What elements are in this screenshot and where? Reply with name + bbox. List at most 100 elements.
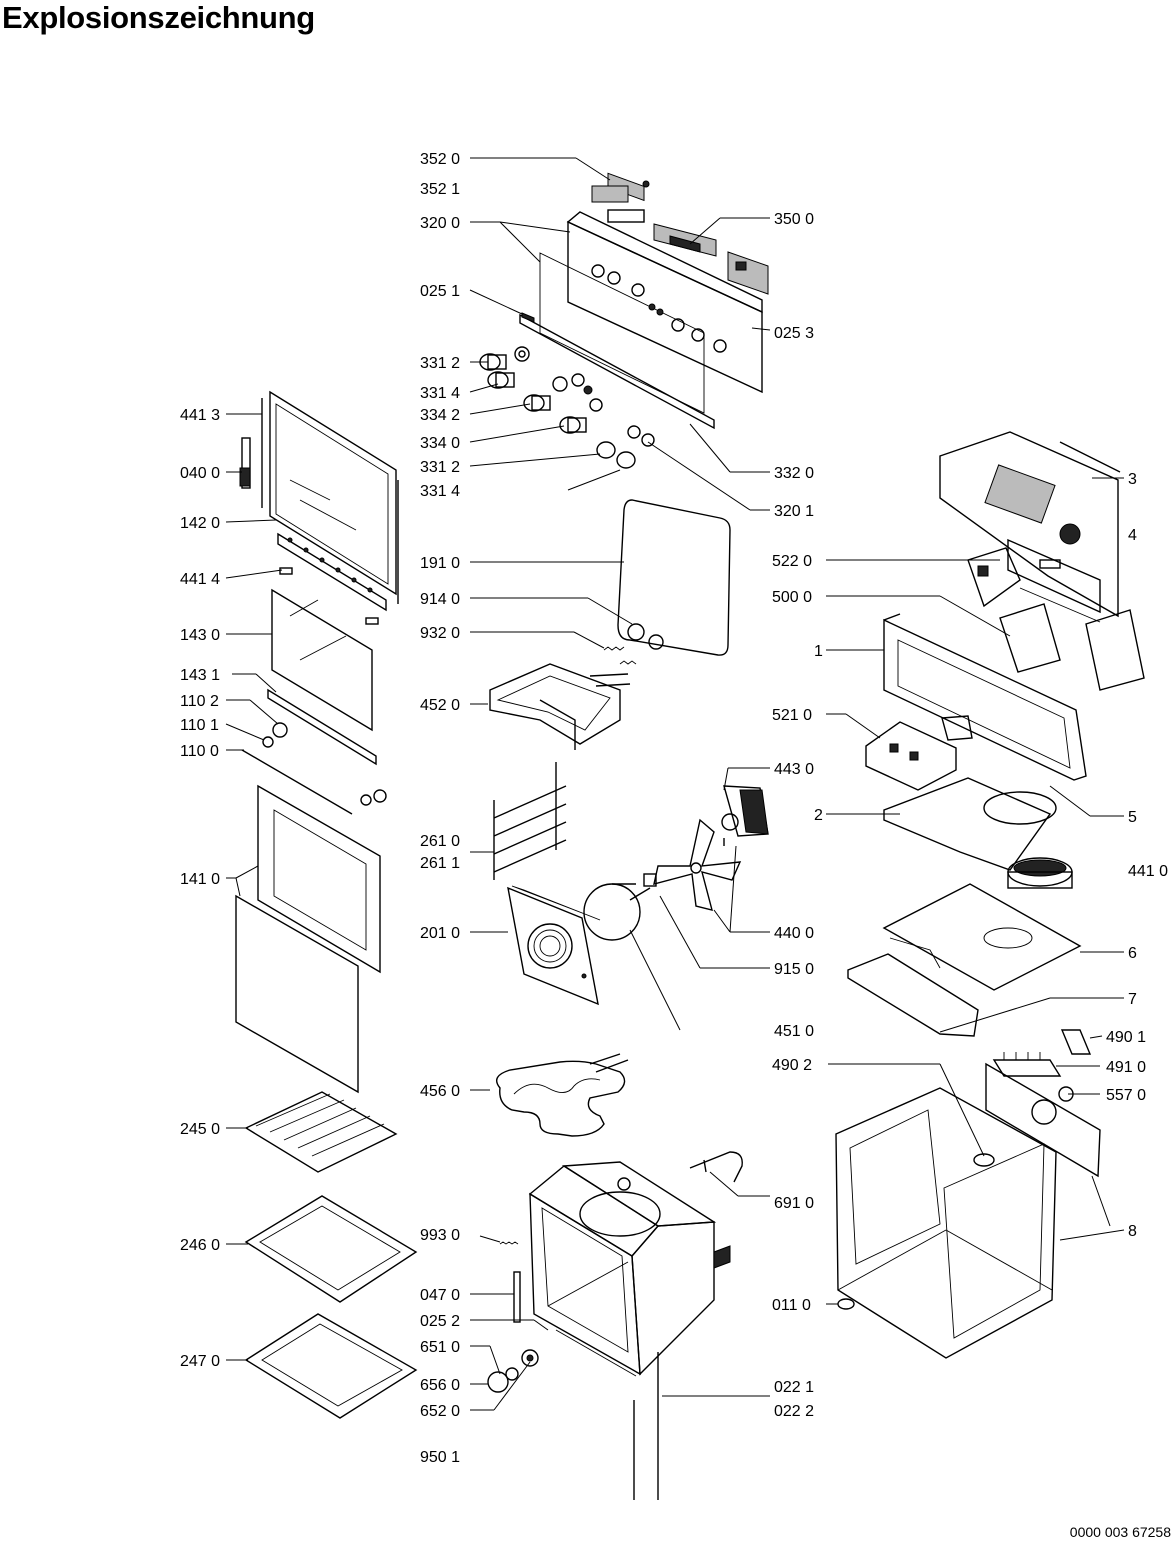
label-451-0: 451 0 — [774, 1023, 814, 1040]
label-143-1: 143 1 — [180, 667, 220, 684]
bracket-047-0 — [513, 1271, 521, 1323]
label-331-2b: 331 2 — [420, 459, 460, 476]
label-8: 8 — [1128, 1223, 1137, 1240]
top-cover-3 — [939, 431, 1121, 618]
label-5: 5 — [1128, 809, 1137, 826]
document-number: 0000 003 67258 — [1069, 1524, 1171, 1540]
plate-7 — [847, 953, 979, 1037]
clip-441-4 — [279, 567, 379, 625]
rod-110-0 — [241, 749, 387, 815]
label-456-0: 456 0 — [420, 1083, 460, 1100]
module-521-0 — [865, 715, 973, 791]
lamp-914-0 — [627, 623, 664, 650]
label-191-0: 191 0 — [420, 555, 460, 572]
label-914-0: 914 0 — [420, 591, 460, 608]
knob-334-0 — [559, 416, 587, 434]
door-seal-022 — [633, 1352, 659, 1500]
page-title: Explosionszeichnung — [2, 0, 315, 35]
terminal-490-1 — [1060, 1029, 1092, 1055]
label-247-0: 247 0 — [180, 1353, 220, 1370]
label-110-1: 110 1 — [180, 717, 219, 734]
control-panel-320-0 — [539, 211, 763, 414]
label-656-0: 656 0 — [420, 1377, 460, 1394]
clip-993-0 — [499, 1241, 519, 1245]
label-011-0: 011 0 — [772, 1297, 811, 1314]
label-331-4: 331 4 — [420, 385, 460, 402]
inner-glass-143-0 — [271, 588, 373, 732]
terminal-491-0 — [992, 1052, 1062, 1077]
door-strip-142-0 — [277, 532, 387, 612]
spring-932-0 — [603, 646, 637, 665]
bushing-110-2 — [272, 722, 288, 738]
hinge-691-0 — [689, 1151, 743, 1183]
switch-352-1 — [727, 251, 769, 295]
label-143-0: 143 0 — [180, 627, 220, 644]
label-691-0: 691 0 — [774, 1195, 814, 1212]
label-331-2: 331 2 — [420, 355, 460, 372]
bushing-110-1 — [262, 736, 274, 748]
frame-1 — [883, 613, 1087, 781]
plate-6 — [882, 883, 1082, 991]
label-022-2: 022 2 — [774, 1403, 814, 1420]
fan-assembly-4 — [1007, 538, 1101, 614]
label-7: 7 — [1128, 991, 1137, 1008]
label-332-0: 332 0 — [774, 465, 814, 482]
lamp-cover-651-0 — [487, 1349, 539, 1393]
label-490-1: 490 1 — [1106, 1029, 1146, 1046]
baking-tray-246-0 — [244, 1195, 418, 1303]
label-652-0: 652 0 — [420, 1403, 460, 1420]
label-440-0: 440 0 — [774, 925, 814, 942]
label-2: 2 — [814, 807, 823, 824]
label-141-0: 141 0 — [180, 871, 220, 888]
ring-heater-915-0 — [583, 883, 651, 941]
label-993-0: 993 0 — [420, 1227, 460, 1244]
label-443-0: 443 0 — [774, 761, 814, 778]
label-441-4: 441 4 — [180, 571, 220, 588]
label-025-1: 025 1 — [420, 283, 460, 300]
label-261-0: 261 0 — [420, 833, 460, 850]
label-441-0: 441 0 — [1128, 863, 1168, 880]
label-3: 3 — [1128, 471, 1137, 488]
housing-8 — [835, 1087, 1057, 1359]
label-491-0: 491 0 — [1106, 1059, 1146, 1076]
door-gasket-191-0 — [617, 499, 731, 656]
label-110-0: 110 0 — [180, 743, 219, 760]
label-142-0: 142 0 — [180, 515, 220, 532]
foot-011-0 — [837, 1298, 855, 1310]
label-331-4b: 331 4 — [420, 483, 460, 500]
motor-441-0 — [1007, 857, 1073, 889]
label-452-0: 452 0 — [420, 697, 460, 714]
hinge-040-0 — [239, 437, 251, 489]
duct-2 — [883, 777, 1057, 871]
label-245-0: 245 0 — [180, 1121, 220, 1138]
label-246-0: 246 0 — [180, 1237, 220, 1254]
relay-522-0 — [967, 547, 1021, 608]
cap-490-2 — [973, 1153, 995, 1167]
label-352-1: 352 1 — [420, 181, 460, 198]
label-047-0: 047 0 — [420, 1287, 460, 1304]
label-522-0: 522 0 — [772, 553, 812, 570]
grill-heater-452-0 — [489, 663, 631, 750]
knob-331-2b — [596, 425, 655, 469]
label-6: 6 — [1128, 945, 1137, 962]
label-521-0: 521 0 — [772, 707, 812, 724]
label-950-1: 950 1 — [420, 1449, 460, 1466]
module-500-0 — [999, 587, 1145, 691]
knob-334-2 — [523, 373, 603, 412]
switch-350-0 — [653, 223, 717, 257]
label-932-0: 932 0 — [420, 625, 460, 642]
lower-heater-456-0 — [496, 1053, 629, 1137]
label-490-2: 490 2 — [772, 1057, 812, 1074]
label-500-0: 500 0 — [772, 589, 812, 606]
knob-331-4 — [487, 371, 515, 389]
label-651-0: 651 0 — [420, 1339, 460, 1356]
label-350-0: 350 0 — [774, 211, 814, 228]
part-labels: 352 0 352 1 320 0 350 0 025 1 025 3 331 … — [180, 151, 1168, 1466]
label-1: 1 — [814, 643, 823, 660]
label-334-2: 334 2 — [420, 407, 460, 424]
label-4: 4 — [1128, 527, 1137, 544]
label-441-3: 441 3 — [180, 407, 220, 424]
leader-lines — [225, 157, 1125, 1411]
panel-557-0 — [985, 1062, 1101, 1178]
